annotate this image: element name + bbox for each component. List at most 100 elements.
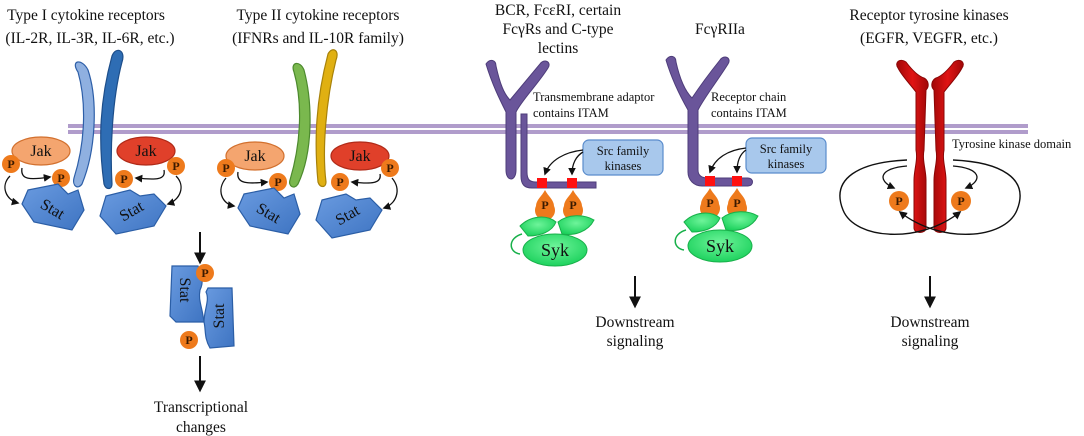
type2-arrow-left-2 bbox=[220, 177, 236, 209]
type1-phospho-jak-left: P bbox=[2, 155, 20, 173]
type1-arrow-right-2 bbox=[166, 175, 182, 206]
type1-arrow-left-1 bbox=[21, 167, 52, 182]
itam-outcome-line1: Downstream bbox=[595, 314, 674, 331]
type1-stat-dimer: Stat Stat P P bbox=[169, 264, 235, 349]
cell-membrane bbox=[68, 124, 1028, 134]
type1-dimer-phospho-bottom: P bbox=[180, 331, 198, 349]
type1-jak-left-label: Jak bbox=[30, 143, 51, 160]
type2-title-line1: Type II cytokine receptors bbox=[237, 7, 400, 24]
fcgr2a-phospho-1: P bbox=[700, 188, 720, 219]
svg-text:P: P bbox=[957, 194, 964, 208]
svg-text:P: P bbox=[185, 333, 192, 347]
panel-type1-cytokine-receptors: Type I cytokine receptors (IL-2R, IL-3R,… bbox=[2, 7, 248, 436]
rtk-loop-left bbox=[839, 159, 962, 235]
type2-phospho-jak-right: P bbox=[381, 159, 399, 177]
svg-text:P: P bbox=[201, 266, 208, 280]
itam-motif-2 bbox=[567, 178, 577, 188]
svg-text:P: P bbox=[569, 198, 576, 212]
type2-arrow-right-2 bbox=[382, 177, 398, 210]
type1-title-line1: Type I cytokine receptors bbox=[7, 7, 165, 24]
type1-phospho-receptor-right: P bbox=[115, 170, 133, 188]
fcgr2a-syk: Syk bbox=[674, 211, 759, 263]
itam-y-receptor bbox=[485, 59, 550, 180]
svg-text:Src family: Src family bbox=[760, 142, 813, 156]
type2-receptor-chain-green bbox=[289, 62, 311, 188]
rtk-annotation: Tyrosine kinase domain bbox=[952, 137, 1072, 151]
type2-phospho-receptor-left: P bbox=[269, 173, 287, 191]
type1-phospho-jak-right: P bbox=[167, 157, 185, 175]
type2-phospho-receptor-right: P bbox=[331, 173, 349, 191]
type1-outcome-line2: changes bbox=[176, 419, 226, 436]
itam-title-line1: BCR, FcεRI, certain bbox=[495, 2, 621, 19]
panel-type2-cytokine-receptors: Type II cytokine receptors (IFNRs and IL… bbox=[217, 7, 404, 239]
type1-jak-left bbox=[11, 136, 71, 166]
svg-text:P: P bbox=[336, 175, 343, 189]
fcgr2a-itam-motif-1 bbox=[705, 176, 715, 186]
type2-phospho-jak-left: P bbox=[217, 159, 235, 177]
fcgr2a-src-arrow-2 bbox=[733, 149, 747, 174]
rtk-short-arrow-left bbox=[882, 165, 908, 190]
itam-title-line3: lectins bbox=[538, 40, 578, 57]
type2-jak-right bbox=[330, 141, 390, 171]
svg-text:P: P bbox=[733, 196, 740, 210]
type1-receptor-chain-dark bbox=[100, 49, 124, 190]
svg-text:kinases: kinases bbox=[605, 159, 642, 173]
svg-text:P: P bbox=[222, 161, 229, 175]
type1-stat-right: Stat bbox=[99, 189, 167, 235]
rtk-title-line1: Receptor tyrosine kinases bbox=[849, 7, 1008, 24]
svg-text:Syk: Syk bbox=[706, 236, 734, 256]
fcgr2a-itam-motif-2 bbox=[732, 176, 742, 186]
type2-arrow-right-1 bbox=[350, 173, 381, 187]
itam-syk: Syk bbox=[510, 215, 595, 267]
panel-itam-adaptor-receptors: BCR, FcεRI, certain FcγRs and C-type lec… bbox=[485, 2, 675, 350]
itam-src-kinase-box: Src family kinases bbox=[582, 139, 664, 176]
itam-phospho-2: P bbox=[563, 190, 583, 221]
svg-text:P: P bbox=[386, 161, 393, 175]
svg-text:Stat: Stat bbox=[176, 278, 193, 303]
svg-text:P: P bbox=[895, 194, 902, 208]
type2-receptor-chain-gold bbox=[315, 49, 338, 188]
rtk-phospho-right: P bbox=[951, 191, 971, 211]
type2-arrow-left-1 bbox=[237, 171, 269, 187]
rtk-chain-left bbox=[896, 59, 929, 233]
panel-fcgr2a: FcγRIIa Receptor chain contains ITAM Src… bbox=[665, 21, 827, 263]
rtk-phospho-left: P bbox=[889, 191, 909, 211]
type1-receptor-chain-light bbox=[73, 61, 95, 188]
itam-title-line2: FcγRs and C-type bbox=[502, 21, 613, 38]
rtk-title-line2: (EGFR, VEGFR, etc.) bbox=[860, 30, 998, 47]
type2-jak-left bbox=[225, 141, 285, 171]
fcgr2a-receptor-chain bbox=[665, 55, 753, 187]
type1-arrow-right-1 bbox=[134, 169, 165, 183]
type1-stat-left: Stat bbox=[21, 183, 85, 231]
itam-outcome-line2: signaling bbox=[607, 333, 664, 350]
itam-src-arrow-1 bbox=[543, 149, 584, 176]
itam-src-arrow-2 bbox=[568, 151, 584, 176]
svg-text:Stat: Stat bbox=[211, 303, 228, 328]
svg-text:P: P bbox=[172, 159, 179, 173]
rtk-short-arrow-right bbox=[952, 165, 978, 190]
type2-stat-left: Stat bbox=[237, 187, 301, 235]
fcgr2a-annotation-line2: contains ITAM bbox=[711, 106, 787, 120]
type1-outcome-line1: Transcriptional bbox=[154, 399, 248, 416]
fcgr2a-src-kinase-box: Src family kinases bbox=[745, 137, 827, 174]
itam-motif-1 bbox=[537, 178, 547, 188]
itam-transmembrane-adaptor bbox=[520, 113, 597, 189]
svg-text:kinases: kinases bbox=[768, 157, 805, 171]
svg-text:P: P bbox=[541, 198, 548, 212]
type1-title-line2: (IL-2R, IL-3R, IL-6R, etc.) bbox=[5, 30, 174, 47]
svg-text:P: P bbox=[120, 172, 127, 186]
itam-annotation-line2: contains ITAM bbox=[533, 106, 609, 120]
itam-phospho-1: P bbox=[535, 190, 555, 221]
type1-jak-right bbox=[116, 136, 176, 166]
type2-title-line2: (IFNRs and IL-10R family) bbox=[232, 30, 404, 47]
type1-jak-right-label: Jak bbox=[135, 143, 156, 160]
type2-jak-left-label: Jak bbox=[244, 148, 265, 165]
rtk-outcome-line1: Downstream bbox=[890, 314, 969, 331]
fcgr2a-title: FcγRIIa bbox=[695, 21, 745, 38]
itam-annotation-line1: Transmembrane adaptor bbox=[533, 90, 655, 104]
svg-text:P: P bbox=[7, 157, 14, 171]
svg-text:P: P bbox=[57, 171, 64, 185]
svg-text:Src family: Src family bbox=[597, 144, 650, 158]
fcgr2a-phospho-2: P bbox=[727, 188, 748, 219]
